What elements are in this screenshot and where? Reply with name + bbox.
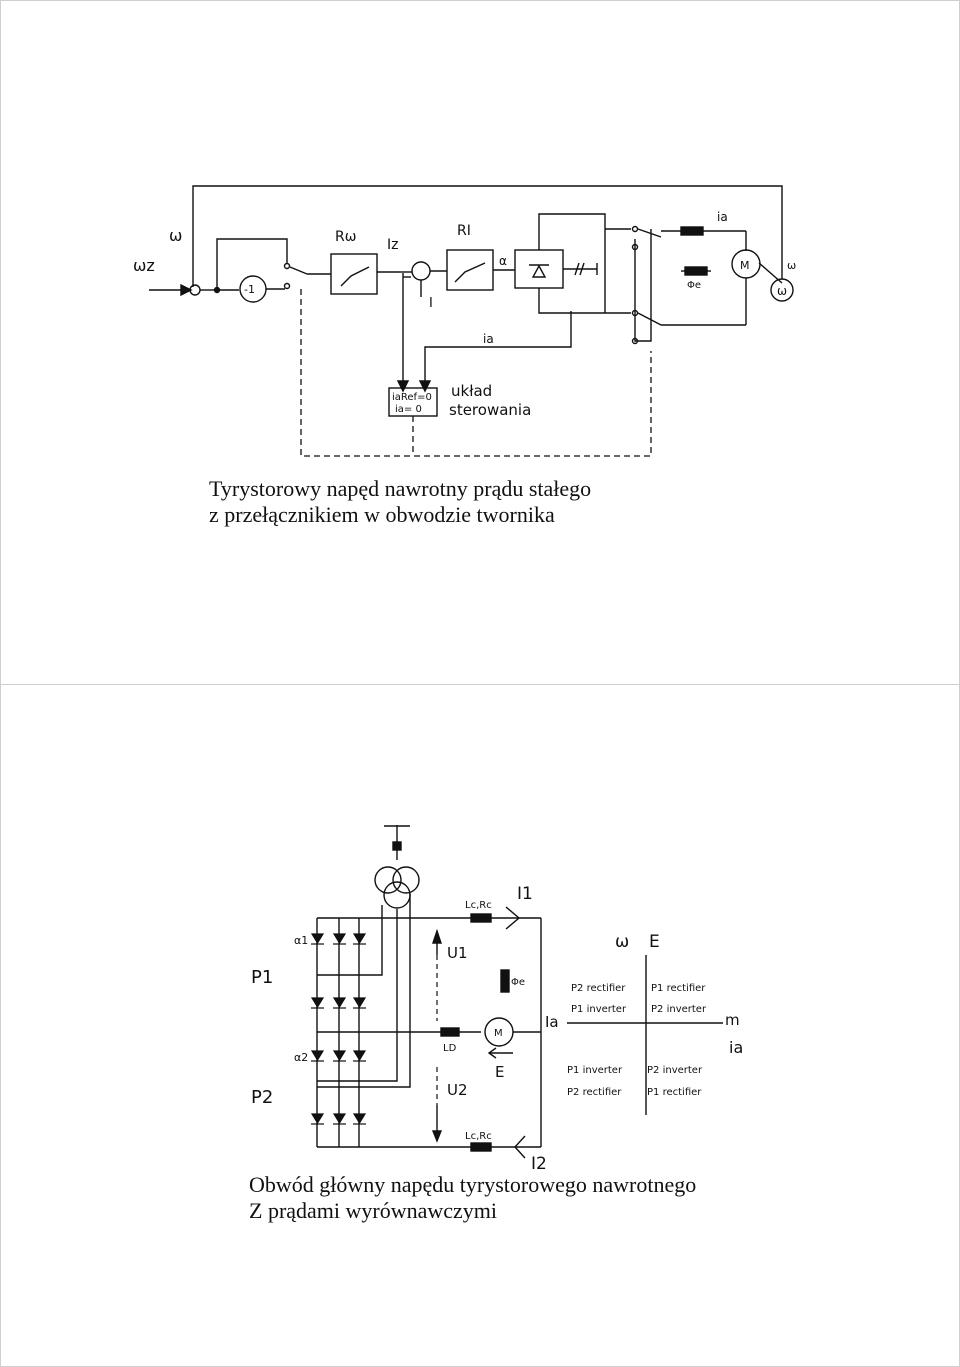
main-circuit-schematic: P1 P2 α1 α2 Lc,Rc Lc,Rc I1 I2 U1 U2 LD M… [251,825,743,1174]
e-axis-label: E [649,932,660,952]
u1-label: U1 [447,944,468,962]
ia-axis2-label: ia [729,1038,743,1057]
q3-line1: P1 inverter [567,1065,623,1076]
ld-label: LD [443,1043,457,1054]
omega-label: ω [169,226,182,245]
control-line2: ia= 0 [395,404,422,415]
ia-axis-label: Ia [545,1013,559,1031]
motor-label: M [740,259,750,272]
minus-one-label: -1 [244,283,255,296]
omega-axis-label: ω [615,932,629,952]
q4-line1: P2 inverter [647,1065,703,1076]
i-z-label: Iz [387,237,398,253]
i-a-top-label: ia [717,210,728,224]
p1-label: P1 [251,967,273,988]
control-line1: iaRef=0 [392,392,432,403]
motor-label-2: M [494,1028,503,1039]
slide-1: ω ωz -1 Rω Iz RI I α ia ia M Φe ω ω iaRe… [0,0,960,685]
i-a-mid-label: ia [483,332,494,346]
q2-line2: P2 inverter [651,1004,707,1015]
slide-2: P1 P2 α1 α2 Lc,Rc Lc,Rc I1 I2 U1 U2 LD M… [0,684,960,1367]
m-axis-label: m [725,1011,740,1029]
reversing-drive-schematic: ω ωz -1 Rω Iz RI I α ia ia M Φe ω ω iaRe… [133,185,796,457]
caption-line-1: Tyrystorowy napęd nawrotny prądu stałego [209,476,592,501]
r-i-label: RI [457,223,471,239]
lc-rc-bottom-label: Lc,Rc [465,1131,492,1142]
alpha-2-label: α2 [294,1051,308,1064]
lc-rc-top-label: Lc,Rc [465,900,492,911]
alpha-1-label: α1 [294,934,308,947]
phi-e-label-2: Φe [511,977,525,988]
i-feedback-label: I [429,296,433,311]
p2-label: P2 [251,1087,273,1108]
r-omega-label: Rω [335,229,356,245]
omega-side-label: ω [787,259,796,272]
emf-label: E [495,1063,504,1081]
q1-line1: P2 rectifier [571,983,626,994]
i2-label: I2 [531,1154,547,1174]
tacho-label: ω [777,284,787,298]
i1-label: I1 [517,884,533,904]
u2-label: U2 [447,1081,468,1099]
control-title1: układ [451,382,492,400]
q1-line2: P1 inverter [571,1004,627,1015]
caption-line-2: z przełącznikiem w obwodzie twornika [209,502,555,527]
q3-line2: P2 rectifier [567,1087,622,1098]
q4-line2: P1 rectifier [647,1087,702,1098]
q2-line1: P1 rectifier [651,983,706,994]
phi-e-label: Φe [687,280,701,291]
omega-z-label: ωz [133,256,155,275]
caption-line-4: Z prądami wyrównawczymi [249,1198,498,1223]
caption-line-3: Obwód główny napędu tyrystorowego nawrot… [249,1172,697,1197]
alpha-label: α [499,254,507,268]
control-title2: sterowania [449,401,531,419]
